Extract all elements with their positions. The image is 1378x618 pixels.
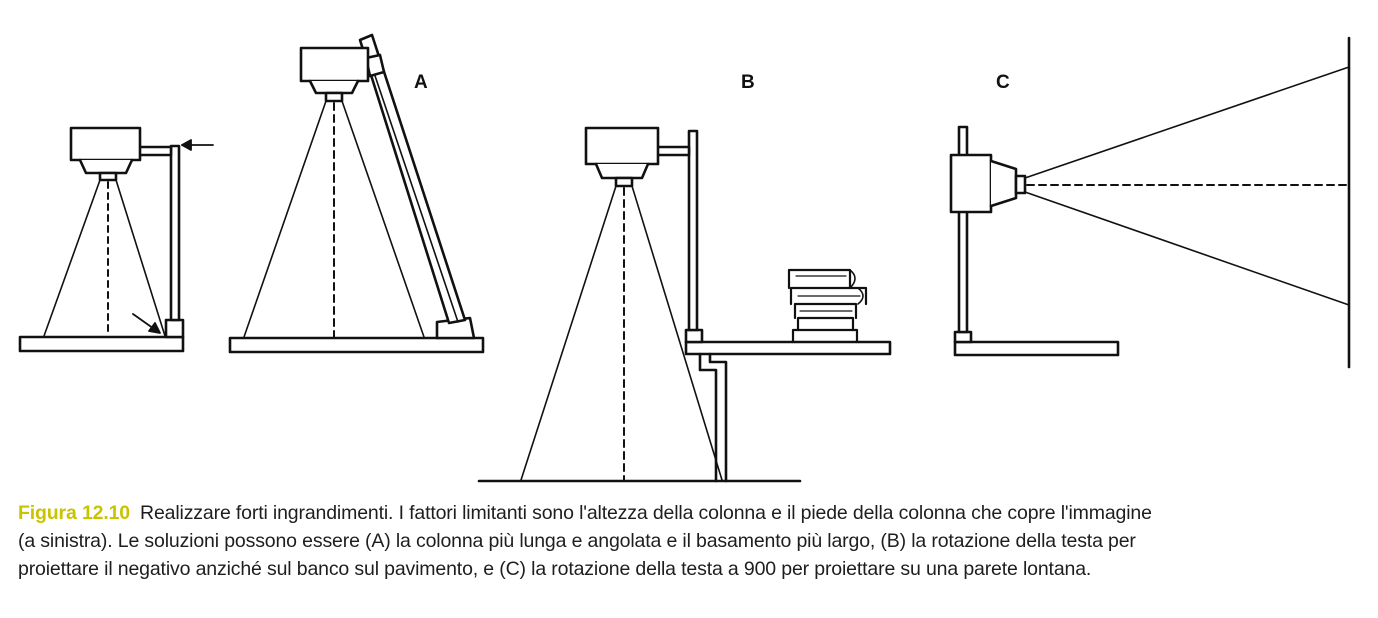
caption-label: Figura 12.10 [18, 502, 131, 524]
light-ray-left [520, 185, 617, 481]
baseboard [953, 340, 1120, 357]
baseboard [228, 336, 485, 354]
arm [137, 145, 173, 157]
light-ray-left [43, 179, 101, 337]
lamp-head [69, 126, 142, 162]
label-a: A [414, 72, 428, 93]
lens [614, 176, 634, 188]
column [169, 144, 181, 322]
light-ray-bottom [1024, 191, 1350, 306]
arm [655, 145, 691, 157]
bellows [594, 162, 650, 180]
column-foot [164, 318, 185, 339]
light-ray-right [115, 179, 166, 337]
enlarger-c [949, 36, 1351, 369]
lens [1014, 174, 1027, 195]
column [687, 129, 699, 332]
enlarger-a [228, 33, 485, 354]
column-foot [684, 328, 704, 344]
book-stack [787, 268, 868, 344]
label-c: C [996, 72, 1010, 93]
arrow-column-foot [132, 313, 161, 334]
label-b: B [741, 72, 755, 93]
lamp-head [299, 46, 370, 83]
lamp-head [584, 126, 660, 166]
arrow-column-height [181, 139, 214, 151]
lens [98, 171, 118, 182]
enlarger-b [477, 126, 892, 483]
bench-top [684, 340, 892, 356]
enlarger-standard [18, 126, 214, 353]
light-ray-right [631, 185, 723, 481]
light-ray-left [243, 100, 327, 338]
column [957, 125, 969, 334]
light-ray-top [1024, 66, 1350, 179]
bench-leg [698, 352, 718, 483]
column-foot [953, 330, 973, 344]
bellows [308, 79, 360, 95]
lens [324, 91, 344, 103]
caption-line-1: Figura 12.10 Realizzare forti ingrandimen… [18, 499, 1363, 527]
column-foot [435, 316, 476, 340]
lamp-head [949, 153, 993, 214]
caption-line-3: proiettare il negativo anziché sul banco… [18, 558, 1092, 580]
caption-text-1: Realizzare forti ingrandimenti. I fattor… [140, 502, 1152, 524]
bellows [989, 159, 1018, 208]
enlarger-diagram: A B C [18, 33, 1351, 483]
figure-caption: Figura 12.10 Realizzare forti ingrandimen… [18, 499, 1363, 583]
caption-line-2: (a sinistra). Le soluzioni possono esser… [18, 530, 1136, 552]
bellows [78, 158, 134, 175]
light-ray-right [341, 100, 425, 338]
baseboard [18, 335, 185, 353]
